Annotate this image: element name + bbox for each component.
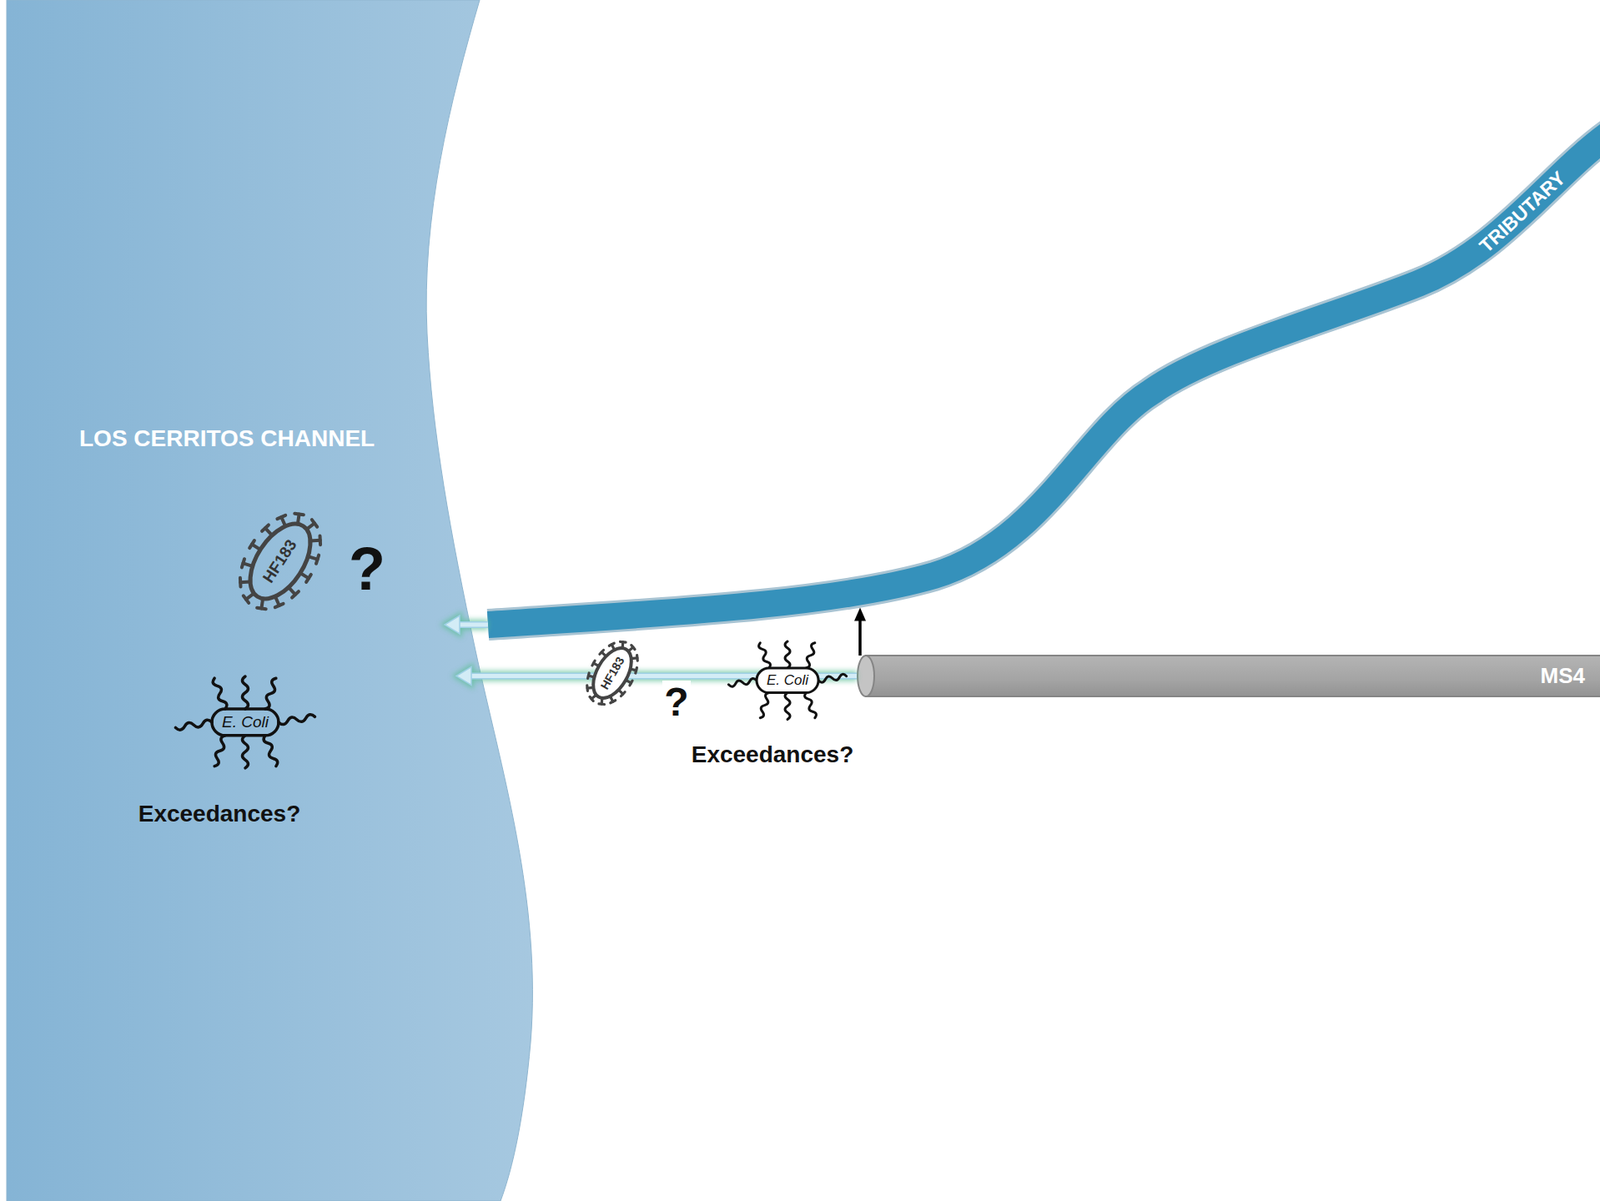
cell-body	[756, 668, 819, 694]
channel-outline	[6, 0, 533, 1201]
flagellum	[784, 641, 790, 669]
pilus-tip	[586, 673, 591, 679]
bacterium-body	[224, 499, 338, 624]
exceedance-note: Exceedances?	[138, 801, 302, 828]
pilus-tip	[620, 639, 627, 645]
pilus-tip	[256, 604, 267, 613]
pilus-tip	[276, 513, 286, 523]
tributary-name: TRIBUTARY	[1476, 168, 1570, 257]
pilus-tip	[261, 523, 269, 533]
ecoli-bacterium: E. Coli	[170, 671, 321, 774]
pilus-tip	[294, 510, 304, 519]
tributary-edge	[488, 133, 1600, 625]
pilus-tip	[249, 540, 255, 549]
pilus-tip	[592, 660, 595, 666]
arrow-head	[854, 608, 866, 622]
arrow-edge	[457, 621, 489, 629]
pilus-tip	[314, 555, 322, 564]
pilus-tip	[621, 691, 626, 697]
flagellum	[263, 735, 278, 767]
organism-name: E. Coli	[221, 713, 269, 732]
pilus-tip	[629, 680, 633, 686]
question-mark: ?	[662, 680, 690, 725]
pilus-tip	[610, 699, 616, 705]
flagellum	[784, 693, 790, 720]
pilus-tip	[291, 590, 299, 599]
pipe-name: MS4	[1540, 664, 1585, 690]
flagellum	[278, 714, 316, 725]
pilus-tip	[608, 641, 614, 648]
arrow-line	[858, 619, 862, 656]
pilus-tip	[306, 574, 312, 583]
pilus-tip	[633, 668, 639, 674]
pipe-opening	[857, 655, 875, 697]
flagellum	[176, 719, 213, 730]
pilus-tip	[310, 519, 319, 528]
organism-name: E. Coli	[766, 672, 809, 690]
channel-name: LOS CERRITOS CHANNEL	[79, 424, 375, 453]
flagellum	[214, 735, 226, 767]
flagellum	[759, 643, 771, 669]
tributary-stream	[483, 125, 1600, 643]
flow-arrow	[854, 608, 866, 656]
hf183-bacterium: HF183	[221, 503, 339, 620]
glow-line	[457, 619, 489, 630]
flagellum	[242, 735, 249, 769]
flagellum	[818, 674, 847, 684]
pipe-symbol	[856, 654, 1600, 698]
pilus-tip	[634, 655, 640, 662]
bacterium-wall	[585, 641, 639, 705]
question-mark: ?	[348, 536, 386, 603]
hf183-bacterium: HF183	[576, 637, 649, 710]
bacterium-wall	[237, 513, 323, 610]
channel-region: LOS CERRITOS CHANNEL HF183 E. Coli	[0, 0, 551, 1201]
pilus-tip	[630, 645, 636, 650]
pipe-body	[865, 655, 1600, 697]
arrow-line	[457, 623, 489, 628]
exceedance-note: Exceedances?	[691, 742, 855, 769]
cell-body	[211, 709, 279, 736]
flagellum	[265, 678, 277, 710]
flagellum	[728, 679, 757, 688]
flagellum	[242, 676, 249, 710]
pilus-tip	[236, 578, 245, 588]
pilus-tip	[598, 702, 605, 707]
ecoli-bacterium: E. Coli	[723, 636, 852, 725]
tributary-water	[488, 133, 1600, 625]
ms4-pipe: MS4	[856, 654, 1600, 698]
pilus-tip	[239, 558, 247, 568]
pilus-tip	[584, 685, 590, 692]
flagellum	[212, 678, 227, 710]
flagellum	[805, 693, 817, 719]
pilus-tip	[599, 649, 604, 655]
pilus-tip	[588, 696, 594, 701]
pilus-tip	[275, 601, 284, 611]
bacterium-body	[577, 633, 649, 713]
flagellum	[805, 643, 816, 669]
pilus-tip	[241, 595, 251, 604]
flagellum	[759, 693, 770, 719]
tributary-band: TRIBUTARY	[483, 125, 1600, 643]
pilus-tip	[316, 535, 325, 545]
